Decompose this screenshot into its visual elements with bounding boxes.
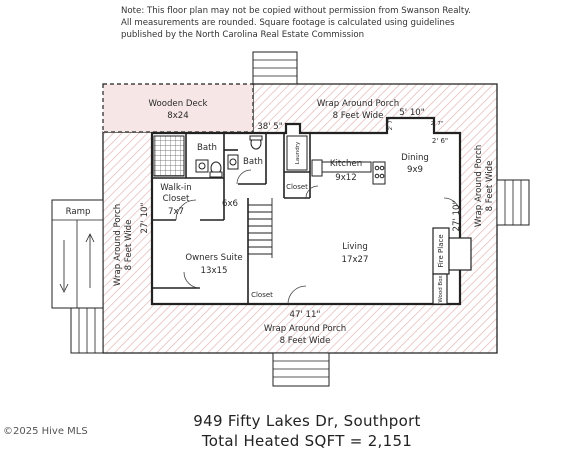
wooden-deck-size: 8x24 [167, 111, 189, 121]
owners-suite-name: Owners Suite [185, 253, 242, 263]
ramp [51, 199, 104, 309]
dim-38-5: 38' 5" [257, 122, 282, 132]
walk-in-closet-size: 7x7 [168, 207, 184, 217]
living-name: Living [342, 242, 368, 252]
stairs-right [496, 179, 530, 226]
door-swings [175, 169, 461, 305]
stairs-left [70, 307, 104, 354]
total-sqft: Total Heated SQFT = 2,151 [201, 432, 412, 450]
dim-2-6: 2' 6" [432, 137, 448, 145]
porch-left-size: 8 Feet Wide [124, 220, 134, 271]
dim-6x6: 6x6 [222, 199, 238, 209]
fire-place-label: Fire Place [437, 234, 445, 267]
dim-27-10-left: 27' 10" [140, 202, 150, 233]
kitchen-name: Kitchen [330, 159, 362, 169]
porch-right-size: 8 Feet Wide [485, 161, 495, 212]
kitchen-size: 9x12 [335, 173, 357, 183]
walk-in-closet-name2: Closet [163, 194, 190, 204]
fixtures [195, 135, 386, 185]
wooden-deck-name: Wooden Deck [148, 99, 207, 109]
note-line-1: Note: This floor plan may not be copied … [121, 6, 471, 16]
porch-right-name: Wrap Around Porch [474, 145, 484, 227]
bath-master-label: Bath [197, 143, 217, 153]
ramp-label: Ramp [66, 207, 91, 217]
note-line-3: published by the North Carolina Real Est… [121, 30, 364, 40]
porch-bottom-name: Wrap Around Porch [264, 324, 346, 334]
dining-size: 9x9 [407, 165, 423, 175]
porch-bottom-size: 8 Feet Wide [280, 336, 331, 346]
note-line-2: All measurements are rounded. Square foo… [121, 18, 455, 28]
dim-2-7-left: 2' 7" [388, 118, 394, 131]
closet-kitchen-label: Closet [286, 183, 308, 191]
wood-box-label: Wood Box [438, 275, 444, 303]
fireplace [432, 227, 472, 305]
owners-suite-size: 13x15 [201, 266, 228, 276]
stairs-bottom [272, 352, 330, 387]
walk-in-closet-name: Walk-in [160, 183, 192, 193]
porch-left-name: Wrap Around Porch [113, 204, 123, 286]
stairs-top [252, 51, 298, 85]
living-size: 17x27 [342, 255, 369, 265]
porch-top-size: 8 Feet Wide [333, 111, 384, 121]
closet-owners-label: Closet [251, 291, 273, 299]
dim-5-10: 5' 10" [399, 108, 424, 118]
dining-name: Dining [401, 153, 429, 163]
interior-stairs [248, 198, 273, 258]
laundry-label: Laundry [295, 141, 301, 164]
bath-hall-label: Bath [243, 157, 263, 167]
shower [153, 135, 185, 177]
copyright: ©2025 Hive MLS [3, 426, 88, 437]
address: 949 Fifty Lakes Dr, Southport [193, 412, 420, 430]
dim-27-10-right: 27' 10" [452, 200, 462, 231]
porch-top-name: Wrap Around Porch [317, 99, 399, 109]
dim-47-11: 47' 11" [290, 310, 321, 320]
dim-2-7-right: 2' 7" [431, 121, 444, 127]
